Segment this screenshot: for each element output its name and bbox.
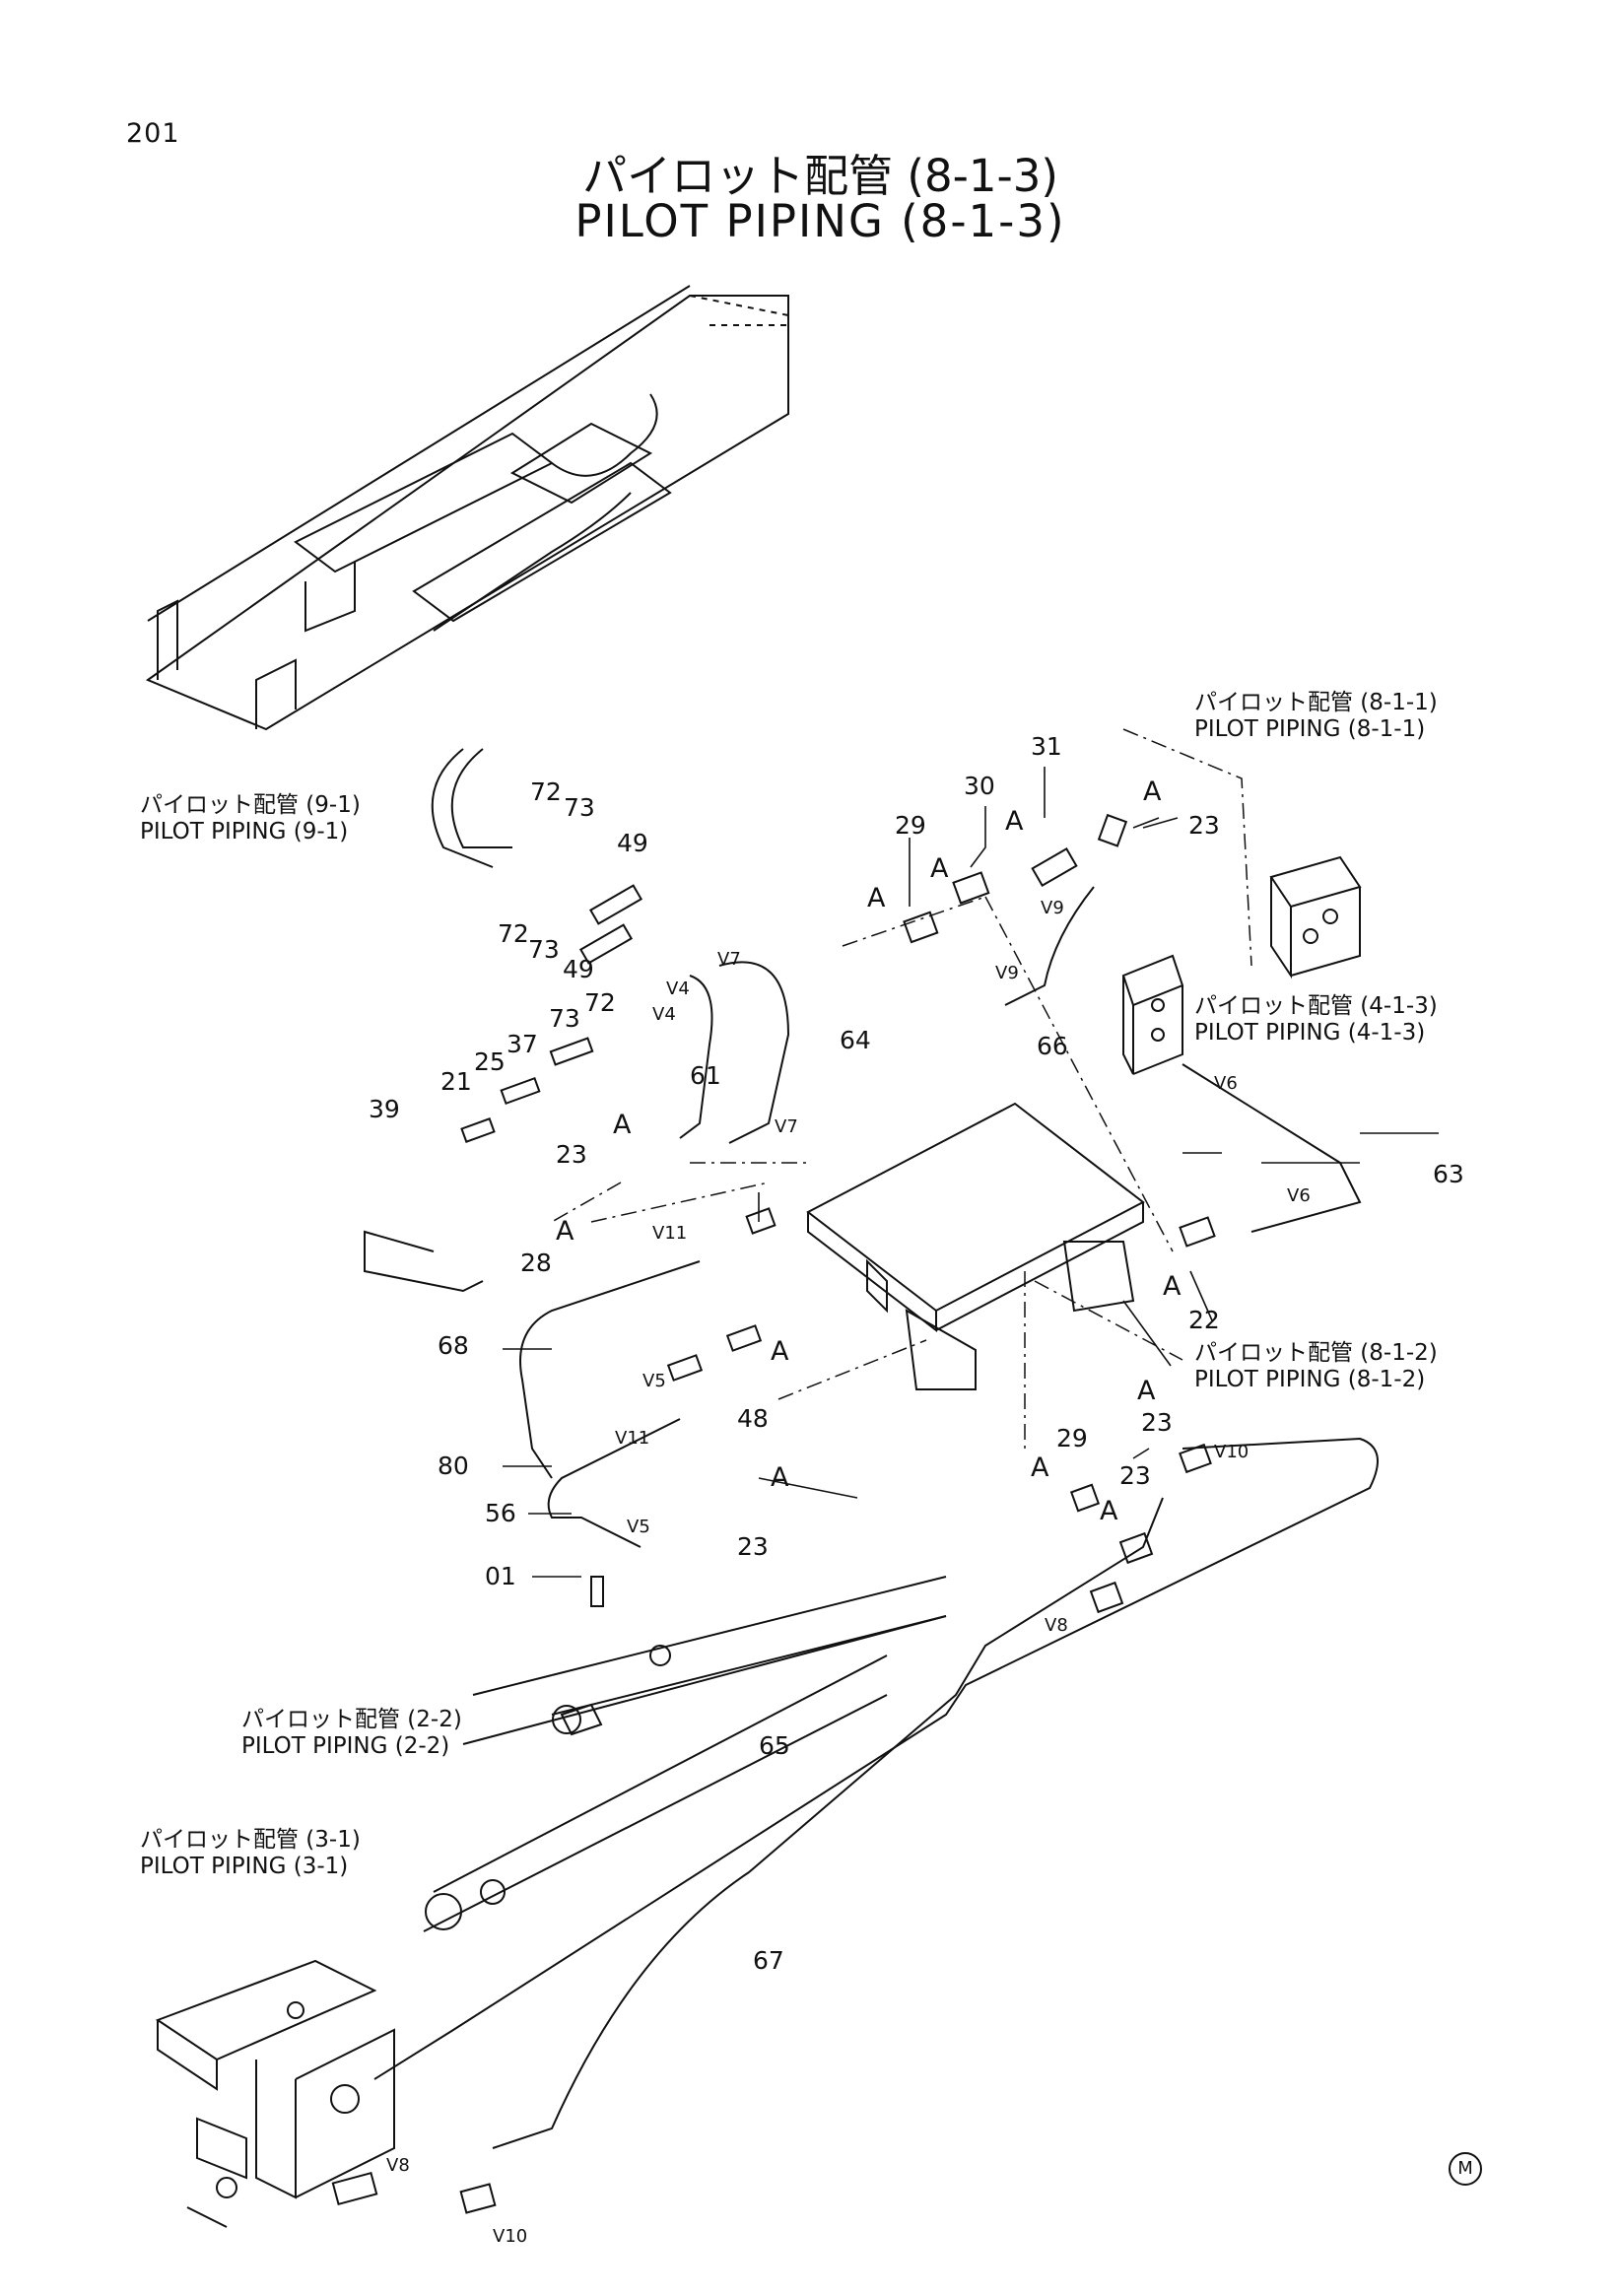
pipe-tag: V8: [1045, 1615, 1068, 1636]
part-number-callout: 73: [549, 1004, 580, 1033]
pipe-tag: V7: [717, 949, 741, 970]
pipe-tag: V4: [666, 979, 690, 999]
part-number-callout: 21: [440, 1067, 472, 1096]
page-title-japanese: パイロット配管 (8-1-3): [582, 150, 1058, 202]
reference-8-1-1: パイロット配管 (8-1-1)PILOT PIPING (8-1-1): [1194, 690, 1438, 742]
detail-letter: A: [1100, 1496, 1118, 1526]
reference-2-2: パイロット配管 (2-2)PILOT PIPING (2-2): [241, 1707, 462, 1759]
pipe-tag: V10: [493, 2226, 528, 2247]
detail-letter: A: [556, 1216, 574, 1247]
part-number-callout: 80: [438, 1452, 469, 1480]
corner-mark: M: [1449, 2152, 1482, 2186]
pipe-66: [1004, 886, 1095, 1006]
pipe-65: [373, 1437, 1379, 2080]
part-number-callout: 65: [759, 1731, 790, 1760]
control-valve-illustration: [155, 1959, 395, 2228]
part-number-callout: 23: [1141, 1408, 1173, 1437]
page-title-english: PILOT PIPING (8-1-3): [574, 195, 1066, 247]
part-number-callout: 73: [528, 935, 560, 964]
part-number-callout: 68: [438, 1331, 469, 1360]
detail-letter: A: [1005, 806, 1024, 837]
valve-block-8-1-1: [1269, 855, 1362, 979]
part-number-callout: 23: [556, 1140, 587, 1169]
part-number-callout: 64: [840, 1026, 871, 1054]
pipe-64: [718, 961, 790, 1144]
pipe-tag: V7: [775, 1116, 798, 1137]
part-number-callout: 29: [895, 811, 926, 840]
pipe-tag: V9: [995, 963, 1019, 983]
pipe-tag: V11: [652, 1223, 688, 1244]
part-number-callout: 01: [485, 1562, 516, 1590]
part-number-callout: 49: [563, 955, 594, 983]
pipe-61: [679, 975, 713, 1139]
detail-letter: A: [771, 1336, 789, 1367]
part-number-callout: 22: [1188, 1306, 1220, 1334]
part-number-callout: 73: [564, 793, 595, 822]
part-number-callout: 39: [369, 1095, 400, 1123]
pipe-tag: V9: [1041, 898, 1064, 918]
part-number-callout: 63: [1433, 1160, 1464, 1188]
pipe-67: [492, 1497, 1164, 2149]
part-number-callout: 72: [498, 919, 529, 948]
part-number-callout: 23: [737, 1532, 769, 1561]
pipe-tag: V4: [652, 1004, 676, 1025]
pipe-tag: V8: [386, 2155, 410, 2176]
valve-block-4-1-3: [1121, 954, 1184, 1075]
pipe-tag: V5: [627, 1517, 650, 1537]
detail-letter: A: [771, 1462, 789, 1493]
part-number-callout: 72: [584, 988, 616, 1017]
valve-block-assembly: [806, 1102, 1145, 1390]
pipe-tag: V10: [1214, 1442, 1250, 1462]
pipe-68: [519, 1260, 701, 1479]
detail-letter: A: [930, 853, 949, 884]
machine-frame-illustration: [145, 285, 789, 731]
part-number-callout: 25: [474, 1047, 506, 1076]
reference-4-1-3: パイロット配管 (4-1-3)PILOT PIPING (4-1-3): [1194, 993, 1438, 1046]
page-number: 201: [126, 118, 180, 149]
part-number-callout: 23: [1188, 811, 1220, 840]
reference-3-1: パイロット配管 (3-1)PILOT PIPING (3-1): [140, 1827, 361, 1879]
cylinder-illustration: [423, 1576, 947, 1932]
reference-9-1: パイロット配管 (9-1)PILOT PIPING (9-1): [140, 792, 361, 844]
part-number-callout: 49: [617, 829, 648, 857]
pipe-39: [364, 1230, 484, 1293]
detail-letter: A: [613, 1110, 632, 1140]
part-number-callout: 28: [520, 1249, 552, 1277]
part-number-callout: 29: [1056, 1424, 1088, 1452]
part-number-callout: 23: [1119, 1461, 1151, 1490]
detail-letter: A: [1137, 1376, 1156, 1406]
part-number-callout: 72: [530, 777, 562, 806]
part-number-callout: 66: [1037, 1032, 1068, 1060]
detail-letter: A: [1163, 1271, 1182, 1302]
detail-letter: A: [1031, 1452, 1049, 1483]
part-number-callout: 37: [507, 1030, 538, 1058]
pipe-tag: V5: [642, 1371, 666, 1391]
pipe-63: [1182, 1063, 1362, 1233]
part-number-callout: 56: [485, 1499, 516, 1527]
part-number-callout: 67: [753, 1946, 784, 1975]
pipe-tag: V6: [1287, 1185, 1311, 1206]
part-number-callout: 61: [690, 1061, 721, 1090]
part-number-callout: 31: [1031, 732, 1062, 761]
detail-letter: A: [867, 883, 886, 913]
part-number-callout: 48: [737, 1404, 769, 1433]
pipe-tag: V11: [615, 1428, 650, 1449]
part-number-callout: 30: [964, 772, 995, 800]
pipe-tag: V6: [1214, 1073, 1238, 1094]
pipe-80: [547, 1418, 681, 1548]
detail-letter: A: [1143, 777, 1162, 807]
reference-8-1-2: パイロット配管 (8-1-2)PILOT PIPING (8-1-2): [1194, 1340, 1438, 1392]
